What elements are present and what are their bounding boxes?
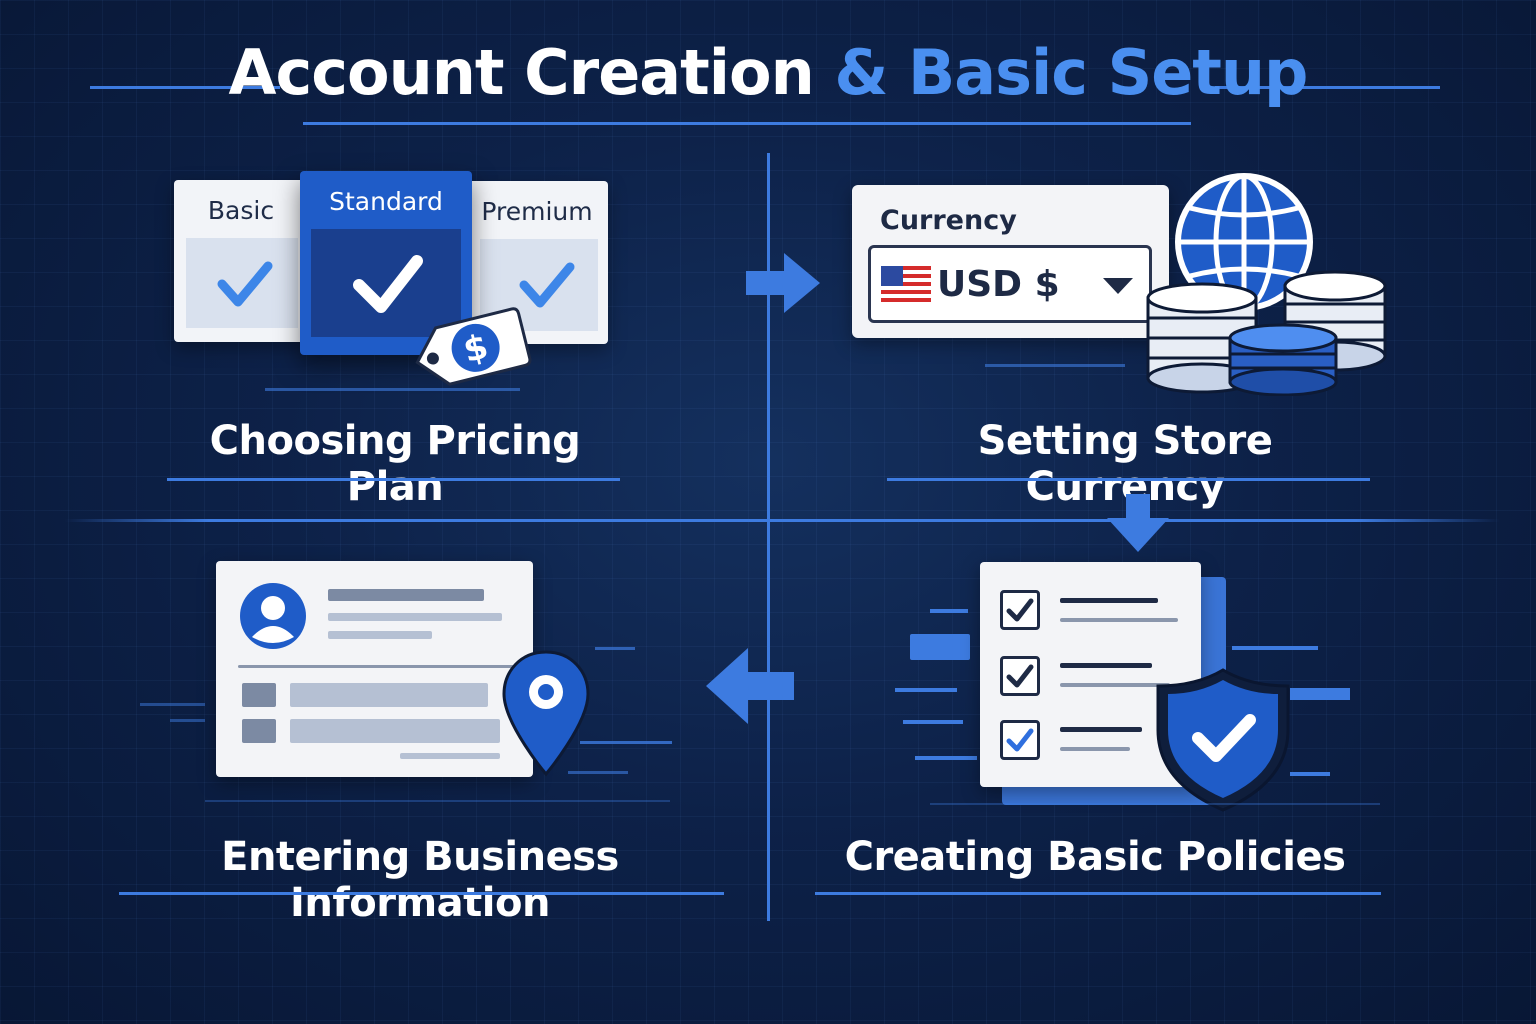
user-avatar-icon: [238, 581, 308, 651]
location-pin-icon: [500, 648, 592, 778]
arrow-left-icon: [704, 646, 796, 726]
caption-business-info: Entering Business Information: [110, 834, 730, 926]
biz-deco-line-3: [568, 771, 628, 774]
policy-line-2a: [1060, 663, 1152, 668]
biz-speed-line-2: [170, 719, 205, 722]
field-input-bar-1[interactable]: [290, 683, 488, 707]
pol-deco-line-2: [910, 634, 970, 660]
field-hint-bar: [400, 753, 500, 759]
arrow-down-icon: [1103, 492, 1173, 556]
horizontal-divider: [65, 519, 1500, 522]
title-underline: [303, 122, 1191, 125]
business-form-card: [216, 561, 533, 777]
field-label-box-2: [242, 719, 276, 743]
plan-label-premium: Premium: [466, 197, 608, 226]
check-icon: [186, 238, 298, 328]
policy-line-3b: [1060, 747, 1130, 751]
checkbox-checked-icon[interactable]: [1000, 656, 1040, 696]
subtitle-placeholder-bar-2: [328, 631, 432, 639]
currency-card: Currency USD $: [852, 185, 1169, 338]
pol-deco-line-8: [1290, 772, 1330, 776]
currency-field-label: Currency: [880, 205, 1017, 236]
caption-pricing-plan: Choosing Pricing Plan: [160, 418, 630, 510]
pol-deco-line-1: [930, 609, 968, 613]
title-ampersand: &: [834, 36, 887, 109]
pol-deco-line-6: [1232, 646, 1318, 650]
shield-check-icon: [1150, 664, 1296, 814]
policy-line-3a: [1060, 727, 1142, 732]
biz-deco-line-4: [205, 800, 670, 802]
plan-label-basic: Basic: [174, 196, 308, 225]
currency-select[interactable]: USD $: [868, 245, 1152, 323]
plan-check-area-basic: [186, 238, 298, 328]
plan-card-basic[interactable]: Basic: [174, 180, 308, 342]
page-title: Account Creation & Basic Setup: [0, 36, 1536, 109]
chevron-down-icon[interactable]: [1101, 276, 1135, 296]
caption-underline-policies: [815, 892, 1381, 895]
pol-deco-line-4: [903, 720, 963, 724]
pricing-deco-line: [265, 388, 520, 391]
pol-deco-line-7: [1290, 688, 1350, 700]
coin-stack-icon: [1140, 256, 1410, 396]
title-part-2: Basic Setup: [908, 36, 1307, 109]
currency-deco-line: [985, 364, 1125, 367]
arrow-right-icon: [744, 249, 824, 319]
name-placeholder-bar: [328, 589, 484, 601]
pol-deco-line-5: [915, 756, 977, 760]
policy-line-1a: [1060, 598, 1158, 603]
biz-deco-line-1: [595, 647, 635, 650]
us-flag-icon: [881, 266, 931, 302]
caption-underline-pricing: [167, 478, 620, 481]
caption-basic-policies: Creating Basic Policies: [820, 834, 1370, 880]
form-divider: [238, 665, 514, 668]
checkbox-checked-icon[interactable]: [1000, 590, 1040, 630]
policy-line-1b: [1060, 618, 1178, 622]
subtitle-placeholder-bar: [328, 613, 502, 621]
field-label-box-1: [242, 683, 276, 707]
biz-deco-line-2: [580, 741, 672, 744]
title-part-1: Account Creation: [229, 36, 814, 109]
pol-deco-line-9: [930, 803, 1380, 805]
biz-speed-line-1: [140, 703, 205, 706]
caption-underline-business: [119, 892, 724, 895]
caption-underline-currency: [887, 478, 1370, 481]
currency-selected-value: USD $: [937, 264, 1060, 305]
field-input-bar-2[interactable]: [290, 719, 500, 743]
plan-label-standard: Standard: [300, 187, 472, 216]
pol-deco-line-3: [895, 688, 957, 692]
checkbox-checked-icon[interactable]: [1000, 720, 1040, 760]
